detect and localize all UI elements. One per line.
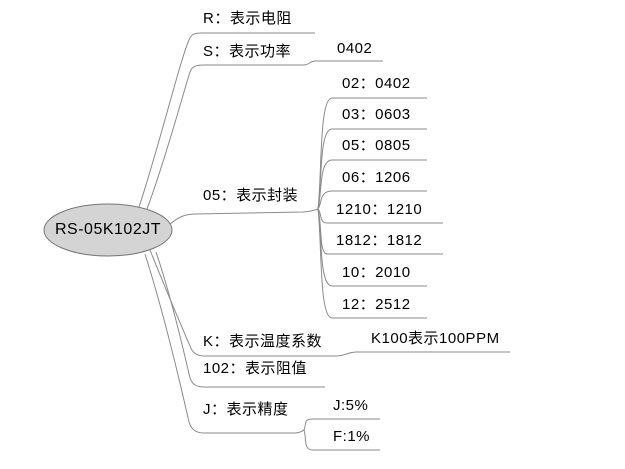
node-label-j[interactable]: J：表示精度 bbox=[203, 401, 289, 418]
node-label-k[interactable]: K：表示温度系数 bbox=[203, 333, 323, 350]
node-label-05-0805[interactable]: 05：0805 bbox=[342, 137, 411, 154]
branch-line-05-child-05 bbox=[317, 159, 427, 210]
branch-line-s bbox=[146, 60, 383, 210]
node-label-k100[interactable]: K100表示100PPM bbox=[371, 330, 500, 347]
branch-line-r bbox=[138, 32, 315, 208]
node-label-102[interactable]: 102：表示阻值 bbox=[203, 360, 308, 377]
node-label-0402[interactable]: 0402 bbox=[337, 40, 373, 57]
root-node-shape[interactable] bbox=[43, 203, 173, 257]
node-label-1812-1812[interactable]: 1812：1812 bbox=[336, 232, 423, 249]
branch-line-j bbox=[144, 253, 305, 434]
node-label-f1[interactable]: F:1% bbox=[333, 428, 371, 445]
branch-line-05-child-12 bbox=[317, 208, 427, 319]
node-label-02-0402[interactable]: 02：0402 bbox=[342, 75, 411, 92]
node-label-s[interactable]: S：表示功率 bbox=[203, 43, 292, 60]
branch-line-j-child-j5 bbox=[303, 418, 380, 431]
node-label-10-2010[interactable]: 10：2010 bbox=[342, 264, 411, 281]
node-label-12-2512[interactable]: 12：2512 bbox=[342, 296, 411, 313]
branch-line-05-child-1210 bbox=[317, 208, 443, 224]
branch-line-05-child-06 bbox=[317, 190, 427, 210]
branch-line-j-child-f1 bbox=[303, 429, 380, 451]
branch-line-102 bbox=[155, 251, 325, 388]
root-node-label[interactable]: RS-05K102JT bbox=[55, 221, 161, 238]
node-label-j5[interactable]: J:5% bbox=[333, 397, 369, 414]
node-label-05[interactable]: 05：表示封装 bbox=[203, 187, 299, 204]
branch-line-05 bbox=[169, 208, 319, 225]
node-label-06-1206[interactable]: 06：1206 bbox=[342, 169, 411, 186]
node-label-1210-1210[interactable]: 1210：1210 bbox=[336, 201, 423, 218]
node-label-03-0603[interactable]: 03：0603 bbox=[342, 106, 411, 123]
node-label-r[interactable]: R：表示电阻 bbox=[203, 10, 292, 27]
